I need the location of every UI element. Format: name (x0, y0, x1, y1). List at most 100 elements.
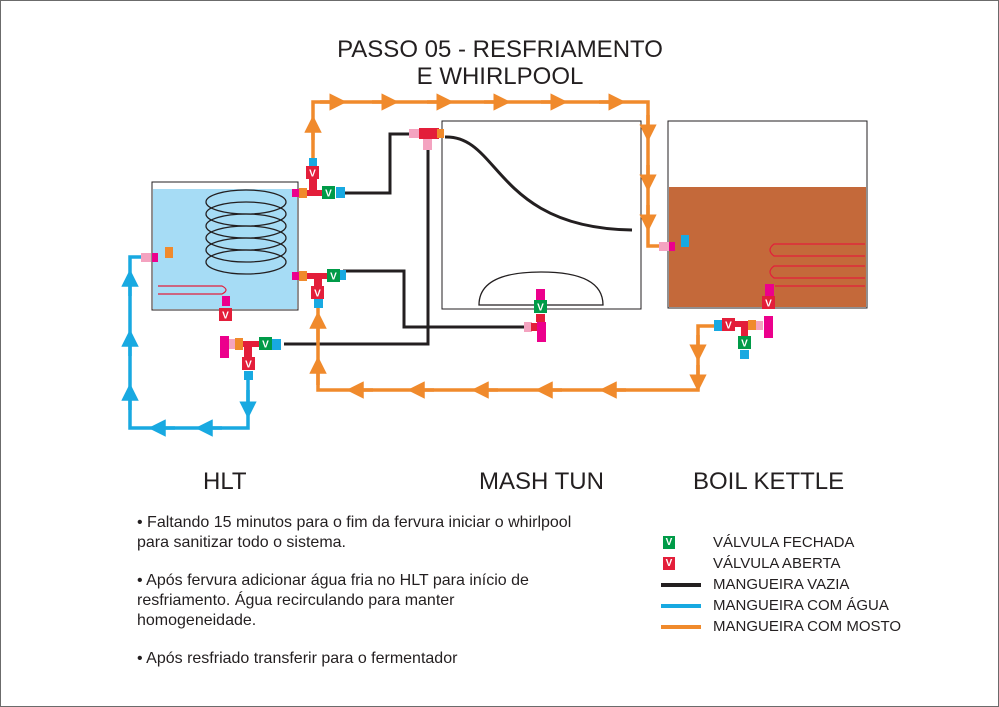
instruction-note: • Após fervura adicionar água fria no HL… (137, 572, 529, 629)
fitting (423, 139, 432, 150)
valve-closed-icon[interactable] (259, 337, 272, 350)
wort-hose-return (316, 308, 714, 392)
legend-label: VÁLVULA FECHADA (713, 534, 855, 551)
fitting (765, 284, 774, 296)
fitting (220, 336, 229, 358)
valve-closed-icon[interactable] (738, 336, 751, 349)
water-hoses (121, 255, 257, 437)
boil-kettle-heating-element (769, 243, 865, 287)
valve-open-icon[interactable] (311, 286, 324, 299)
fitting (299, 188, 307, 198)
tee-fitting (531, 323, 537, 331)
title-line-2: E WHIRLPOOL (416, 63, 584, 90)
fitting (222, 296, 230, 306)
tee-fitting (307, 273, 327, 279)
mash-tun-label: MASH TUN (479, 468, 604, 495)
mash-tun-return-hose (444, 135, 633, 232)
empty-hoses (284, 132, 524, 346)
valve-letter: V (245, 360, 252, 371)
legend-label: MANGUEIRA COM ÁGUA (713, 597, 889, 614)
valve-closed-icon[interactable] (322, 186, 335, 199)
valve-closed-icon: V (663, 536, 675, 549)
fitting (537, 322, 546, 342)
fitting (336, 187, 345, 198)
fitting (340, 270, 346, 280)
valve-open-icon[interactable] (762, 296, 775, 309)
valve-open-icon[interactable] (219, 308, 232, 321)
fitting (659, 242, 669, 251)
fitting (165, 247, 173, 258)
legend-item-valve-open: V VÁLVULA ABERTA (661, 553, 901, 574)
legend-item-water-hose: MANGUEIRA COM ÁGUA (661, 595, 901, 616)
hlt-heating-element (158, 285, 227, 295)
fitting (756, 321, 763, 330)
fittings: V V V V V V V (141, 128, 775, 380)
fitting (309, 158, 317, 168)
legend-item-wort-hose: MANGUEIRA COM MOSTO (661, 616, 901, 637)
hlt-to-mash-tun-hose (342, 132, 418, 195)
title-line-1: PASSO 05 - RESFRIAMENTO (337, 36, 663, 63)
fitting (740, 350, 749, 359)
fitting (229, 339, 235, 349)
tee-fitting (243, 341, 259, 347)
instruction-note: • Após resfriado transferir para o ferme… (137, 650, 458, 667)
valve-letter: V (314, 289, 321, 300)
valve-open-icon: V (663, 557, 675, 570)
fitting (681, 235, 689, 247)
mash-tun-vessel (441, 120, 642, 310)
mash-tun-recirc-hose (284, 140, 430, 346)
fitting (437, 129, 444, 138)
instruction-note: • Faltando 15 minutos para o fim da ferv… (137, 514, 572, 551)
diagram-title: PASSO 05 - RESFRIAMENTO E WHIRLPOOL (250, 36, 750, 90)
valve-closed-icon[interactable] (327, 269, 340, 282)
valve-letter: V (262, 340, 269, 351)
hlt-coil (205, 189, 287, 275)
fitting (714, 320, 723, 331)
valve-letter: V (725, 321, 732, 332)
valve-letter: V (330, 272, 337, 283)
legend-item-empty-hose: MANGUEIRA VAZIA (661, 574, 901, 595)
tee-fitting (307, 190, 327, 196)
fitting (152, 253, 158, 262)
valve-letter: V (765, 299, 772, 310)
valve-open-icon[interactable] (242, 357, 255, 370)
hlt-label: HLT (203, 468, 247, 495)
valve-letter: V (222, 311, 229, 322)
valve-letter: V (309, 169, 316, 180)
tee-fitting (536, 314, 545, 322)
fitting (409, 129, 419, 138)
legend-label: VÁLVULA ABERTA (713, 555, 841, 572)
tee-fitting (741, 327, 748, 336)
fitting (141, 253, 151, 262)
valve-open-icon[interactable] (306, 166, 319, 179)
tee-fitting (419, 128, 439, 139)
tee-fitting (735, 321, 755, 327)
fitting (748, 320, 756, 330)
wort-hoses (304, 93, 714, 399)
fitting (292, 272, 299, 280)
legend-label: MANGUEIRA COM MOSTO (713, 618, 902, 635)
hlt-water (153, 189, 297, 309)
fitting (669, 242, 675, 251)
legend-label: MANGUEIRA VAZIA (713, 576, 850, 593)
valve-closed-icon[interactable] (534, 300, 547, 313)
fitting (272, 339, 281, 350)
fitting (235, 338, 243, 350)
valve-open-icon[interactable] (722, 318, 735, 331)
boil-kettle-vessel (667, 120, 868, 309)
hlt-coil-outlet-hose (343, 269, 524, 329)
wort-hose-swatch (661, 624, 701, 629)
tee-fitting (314, 279, 322, 289)
legend-item-valve-closed: V VÁLVULA FECHADA (661, 532, 901, 553)
fitting (292, 189, 299, 197)
instructions: • Faltando 15 minutos para o fim da ferv… (137, 513, 577, 687)
false-bottom (478, 271, 604, 306)
valve-letter: V (537, 303, 544, 314)
boil-kettle-label: BOIL KETTLE (693, 468, 845, 495)
valve-letter: V (741, 339, 748, 350)
fitting (314, 299, 323, 308)
legend: V VÁLVULA FECHADA V VÁLVULA ABERTA MANGU… (661, 532, 901, 637)
water-hose-swatch (661, 603, 701, 608)
fitting (764, 316, 773, 338)
